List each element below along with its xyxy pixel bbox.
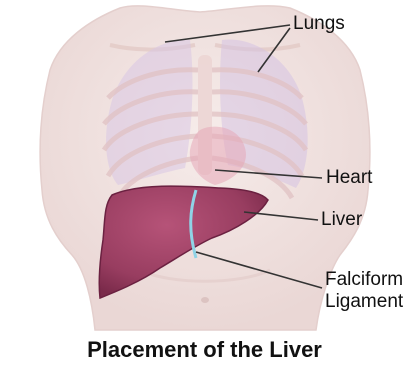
label-falciform-line2: Ligament (325, 292, 403, 311)
label-lungs: Lungs (293, 14, 345, 33)
figure-caption: Placement of the Liver (0, 337, 409, 363)
label-heart: Heart (326, 168, 372, 187)
label-liver: Liver (321, 210, 362, 229)
label-falciform-line1: Falciform (325, 270, 403, 289)
navel (201, 297, 209, 303)
